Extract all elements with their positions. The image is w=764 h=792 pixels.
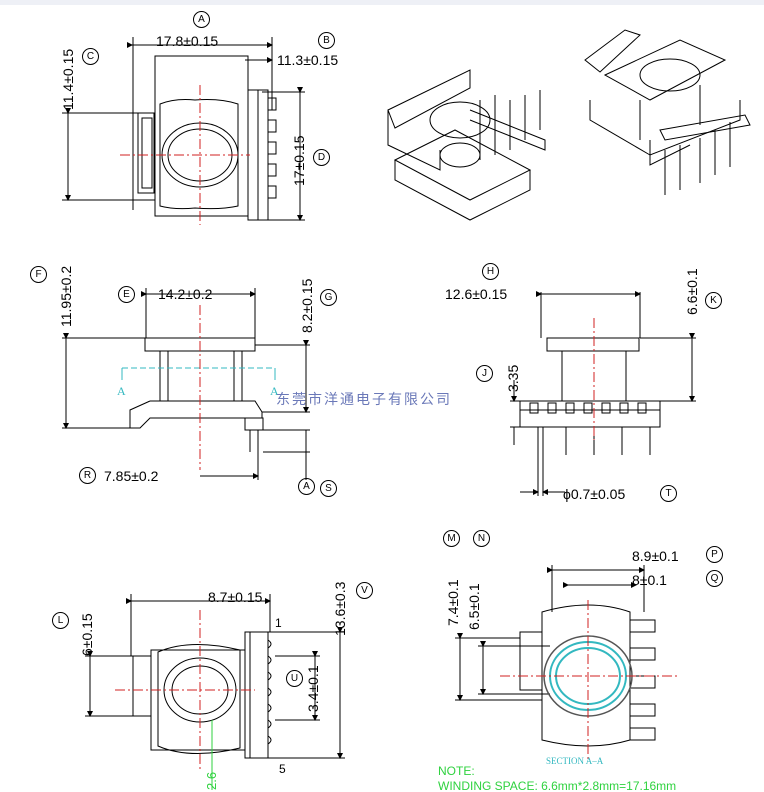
marker-q: Q xyxy=(706,570,723,587)
top-strip xyxy=(0,0,764,5)
dim-3-4: 3.4±0.1 xyxy=(305,665,321,712)
marker-f: F xyxy=(30,266,47,283)
marker-l: L xyxy=(52,612,69,629)
dim-11-95: 11.95±0.2 xyxy=(58,265,74,327)
section-view xyxy=(455,565,656,747)
pin-1-label: 1 xyxy=(275,616,282,630)
marker-k: K xyxy=(705,292,722,309)
dim-7-4: 7.4±0.1 xyxy=(445,579,461,626)
marker-n: N xyxy=(473,530,490,547)
dim-8-7: 8.7±0.15 xyxy=(208,589,263,605)
marker-a: A xyxy=(193,11,210,28)
dim-2-6: 2.6 xyxy=(204,771,219,790)
dim-7-85: 7.85±0.2 xyxy=(104,468,159,484)
dim-8: 8±0.1 xyxy=(632,572,667,588)
marker-r: R xyxy=(79,467,96,484)
marker-s: S xyxy=(320,480,337,497)
marker-g: G xyxy=(320,289,337,306)
note-text: WINDING SPACE: 6.6mm*2.8mm=17.16mm xyxy=(438,779,677,792)
marker-p: P xyxy=(706,546,723,563)
pin-5-label: 5 xyxy=(279,762,286,776)
note-title: NOTE: xyxy=(438,764,475,778)
dim-phi: ϕ0.7±0.05 xyxy=(563,486,626,502)
dim-14-2: 14.2±0.2 xyxy=(158,286,213,302)
marker-a2: A xyxy=(298,478,315,495)
marker-v: V xyxy=(356,582,373,599)
dim-12-6: 12.6±0.15 xyxy=(445,286,508,302)
marker-c: C xyxy=(82,48,99,65)
dim-17-8: 17.8±0.15 xyxy=(156,33,219,49)
marker-e: E xyxy=(118,286,135,303)
marker-h: H xyxy=(482,263,499,280)
isometric-view-left xyxy=(387,69,546,221)
section-line xyxy=(121,367,276,380)
marker-b: B xyxy=(318,32,335,49)
marker-j: J xyxy=(476,365,493,382)
top-view xyxy=(62,37,305,221)
company-watermark: 东莞市洋通电子有限公司 xyxy=(276,391,452,407)
marker-t: T xyxy=(660,485,677,502)
dim-17: 17±0.15 xyxy=(291,135,307,186)
center-lines xyxy=(115,85,680,770)
dim-11-4: 11.4±0.15 xyxy=(60,48,76,110)
front-view xyxy=(62,288,310,480)
side-view xyxy=(510,291,696,496)
dim-13-6: 13.6±0.3 xyxy=(332,581,348,636)
isometric-view-right xyxy=(584,29,751,195)
dim-6-5: 6.5±0.1 xyxy=(466,583,482,630)
dim-6-6: 6.6±0.1 xyxy=(684,268,700,315)
dim-8-9: 8.9±0.1 xyxy=(632,548,679,564)
section-label-left: A xyxy=(117,384,126,398)
dim-8-2: 8.2±0.15 xyxy=(299,278,315,333)
section-caption: SECTION A–A xyxy=(546,756,604,766)
dim-6: 6±0.15 xyxy=(79,613,95,656)
marker-d: D xyxy=(313,149,330,166)
dim-11-3: 11.3±0.15 xyxy=(277,52,339,68)
marker-u: U xyxy=(286,670,303,687)
dim-3-35: 3.35 xyxy=(505,364,521,392)
marker-m: M xyxy=(443,530,460,547)
section-label-right: A xyxy=(270,384,279,398)
